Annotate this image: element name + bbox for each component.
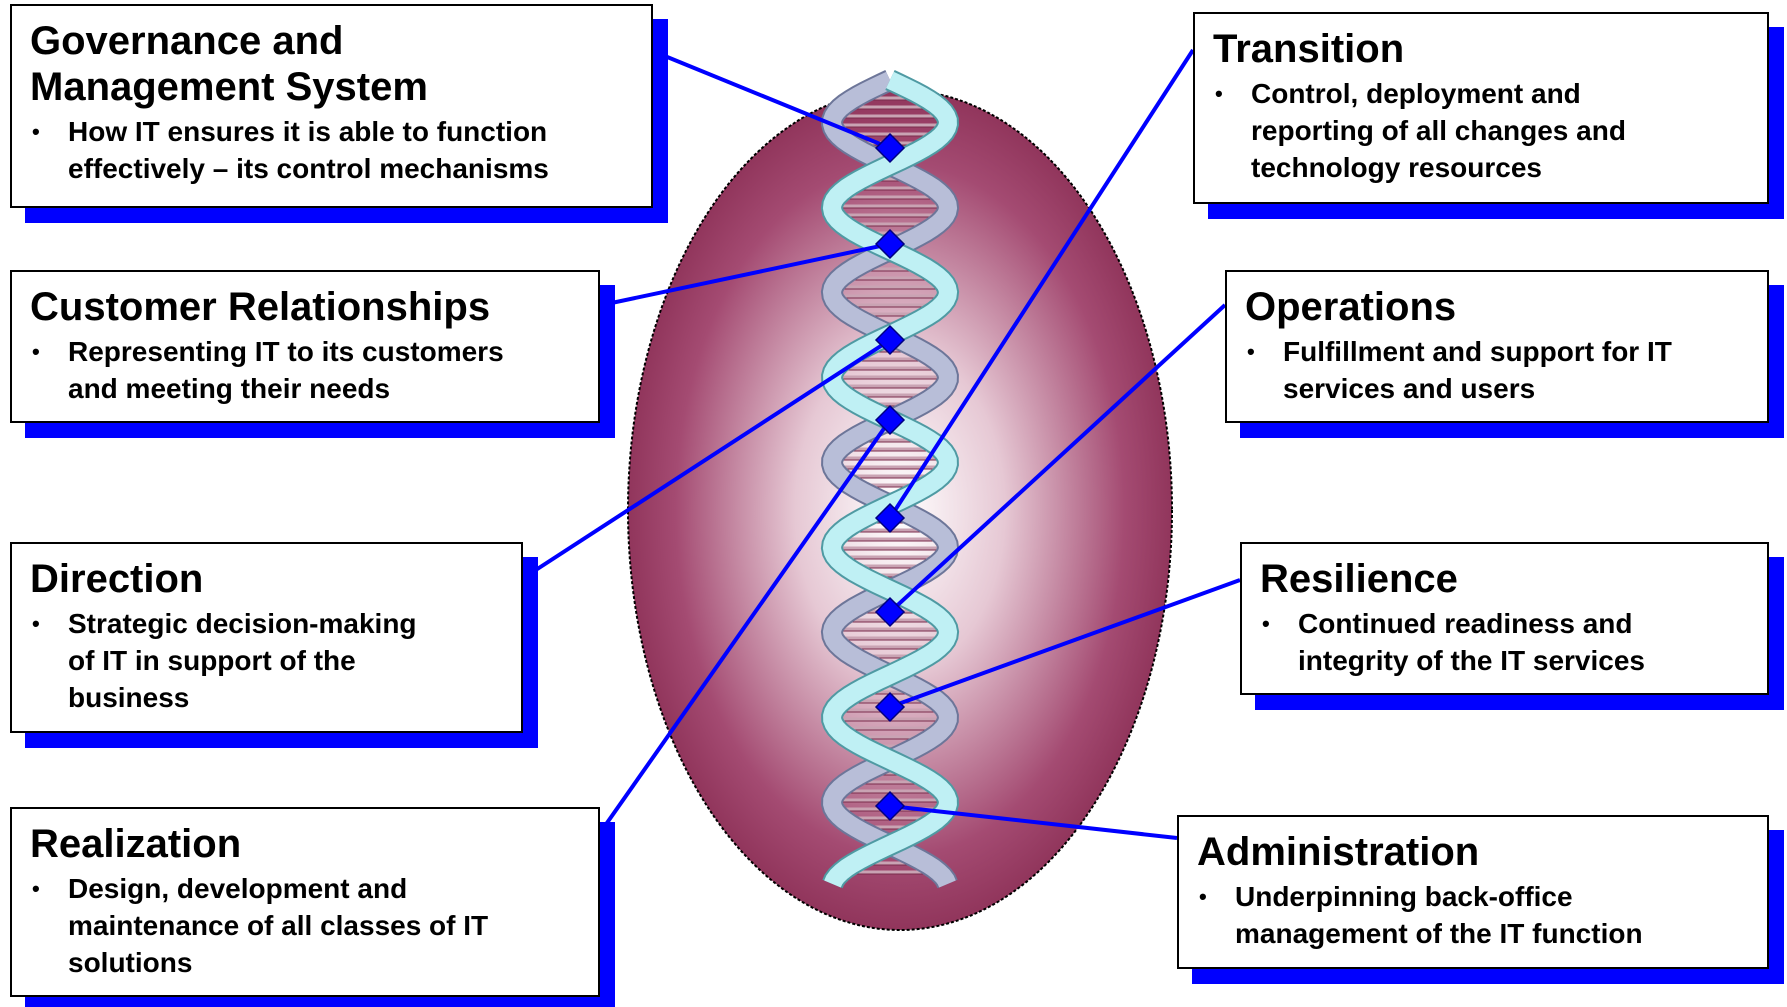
operations-connector-line [888,303,1227,614]
transition-description: • Control, deployment and reporting of al… [1213,75,1749,186]
administration-node [874,790,906,822]
direction-description-text: Strategic decision-making of IT in suppo… [68,608,417,713]
transition-description-text: Control, deployment and reporting of all… [1251,78,1626,183]
transition-box: Transition • Control, deployment and repo… [1193,12,1769,204]
transition-connector-line [888,48,1195,520]
governance-title: Governance and Management System [30,19,428,109]
governance-node [874,132,906,164]
customer-relationships-title: Customer Relationships [30,285,491,329]
operations-title: Operations [1245,285,1457,329]
governance-box: Governance and Management System • How IT… [10,4,653,208]
governance-description: • How IT ensures it is able to function e… [30,113,633,187]
transition-node [874,502,906,534]
customer-connector-line [601,242,891,307]
administration-connector-line [889,804,1178,840]
direction-node [874,324,906,356]
operations-box: Operations • Fulfillment and support for … [1225,270,1769,423]
governance-connector-line [654,50,891,150]
customer-node [874,228,906,260]
direction-title: Direction [30,557,204,601]
operations-node [874,596,906,628]
administration-description-text: Underpinning back-office management of t… [1235,881,1643,949]
bullet: • [1262,611,1270,636]
bullet: • [32,339,40,364]
realization-title: Realization [30,822,242,866]
direction-connector-line [523,338,892,579]
helix-strand-a [822,71,958,888]
customer-relationships-description-text: Representing IT to its customers and mee… [68,336,504,404]
bullet: • [1199,884,1207,909]
customer-relationships-description: • Representing IT to its customers and me… [30,333,580,407]
customer-relationships-box: Customer Relationships • Representing IT … [10,270,600,423]
resilience-node [874,691,906,723]
bullet: • [32,876,40,901]
bullet: • [32,119,40,144]
bullet: • [1247,339,1255,364]
realization-description-text: Design, development and maintenance of a… [68,873,489,978]
connector-lines [523,48,1241,840]
transition-title: Transition [1213,27,1405,71]
realization-node [874,404,906,436]
realization-box: Realization • Design, development and mai… [10,807,600,997]
helix-nodes [874,132,906,822]
realization-description: • Design, development and maintenance of … [30,870,580,981]
bullet: • [32,611,40,636]
operations-description-text: Fulfillment and support for IT services … [1283,336,1672,404]
resilience-connector-line [889,578,1241,709]
administration-box: Administration • Underpinning back-office… [1177,815,1769,969]
direction-box: Direction • Strategic decision-making of … [10,542,523,733]
administration-title: Administration [1197,830,1480,874]
governance-description-text: How IT ensures it is able to function ef… [68,116,549,184]
resilience-description: • Continued readiness and integrity of th… [1260,605,1749,679]
bullet: • [1215,81,1223,106]
direction-description: • Strategic decision-making of IT in supp… [30,605,503,716]
resilience-title: Resilience [1260,557,1458,601]
operations-description: • Fulfillment and support for IT services… [1245,333,1749,407]
realization-connector-line [600,418,892,832]
resilience-box: Resilience • Continued readiness and inte… [1240,542,1769,695]
resilience-description-text: Continued readiness and integrity of the… [1298,608,1645,676]
administration-description: • Underpinning back-office management of … [1197,878,1749,952]
